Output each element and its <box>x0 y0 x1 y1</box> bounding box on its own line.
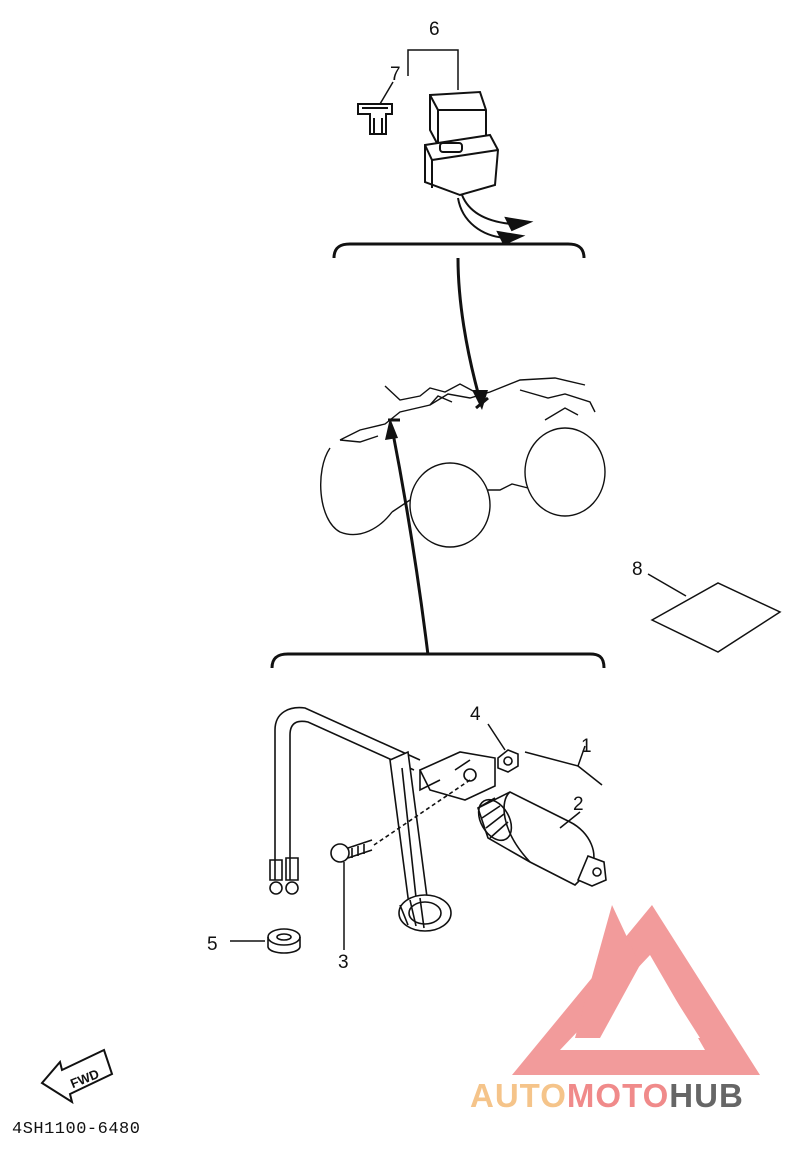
label-plate <box>647 573 782 653</box>
leader-7 <box>379 81 394 105</box>
watermark-auto: AUTO <box>470 1077 567 1114</box>
callout-5: 5 <box>207 934 218 955</box>
leader-6 <box>407 49 459 90</box>
callout-1: 1 <box>581 736 592 757</box>
arrow-to-switch-location <box>390 427 430 656</box>
callout-8: 8 <box>632 559 643 580</box>
arrow-to-relay-location <box>456 257 482 401</box>
fwd-arrow-icon: FWD <box>40 1048 114 1105</box>
relay-assembly <box>357 90 534 246</box>
watermark-moto: MOTO <box>566 1077 670 1114</box>
inset-bracket-top <box>332 242 586 259</box>
callout-7: 7 <box>390 64 401 85</box>
callout-3: 3 <box>338 952 349 973</box>
atv-outline <box>320 377 606 548</box>
switch-assembly <box>267 706 607 954</box>
callout-4: 4 <box>470 704 481 725</box>
inset-bracket-bottom <box>270 652 606 669</box>
callout-2: 2 <box>573 794 584 815</box>
leaders-lower <box>230 723 603 950</box>
watermark-hub: HUB <box>669 1077 744 1114</box>
callout-6: 6 <box>429 19 440 40</box>
watermark-text: AUTOMOTOHUB <box>470 1077 744 1115</box>
watermark-logo <box>512 905 760 1075</box>
part-code: 4SH1100-6480 <box>12 1120 141 1139</box>
